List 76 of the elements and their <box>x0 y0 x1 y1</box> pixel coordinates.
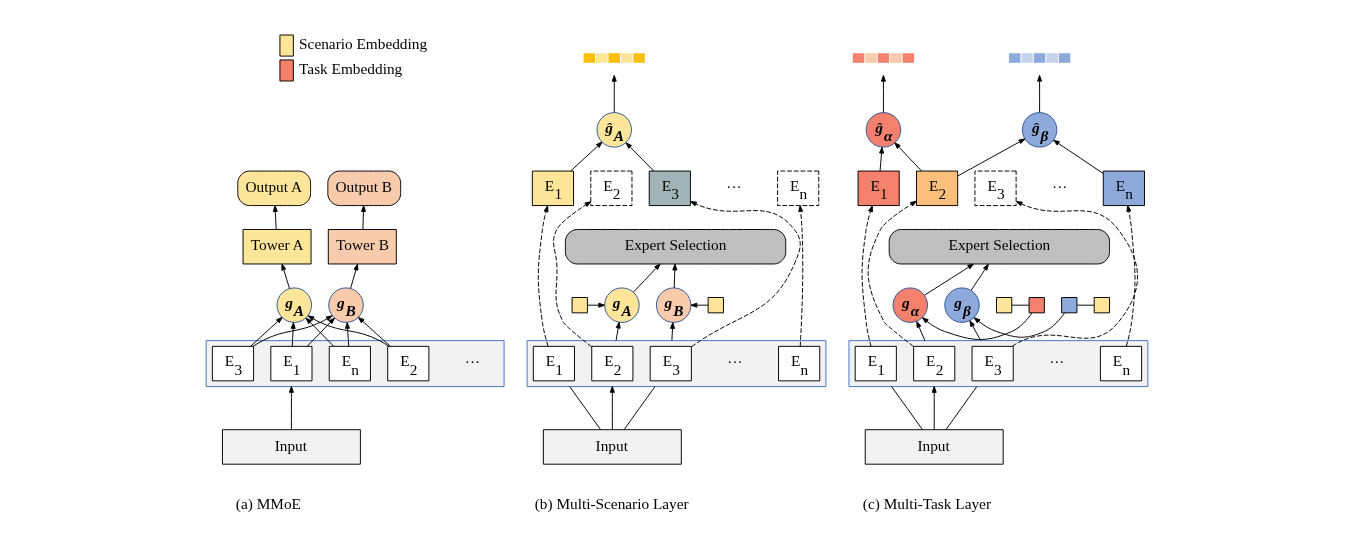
node-box: Expert Selection <box>888 229 1110 265</box>
arrow <box>690 302 709 308</box>
connector <box>1076 304 1095 306</box>
arrow <box>1011 201 1138 347</box>
connector <box>623 386 656 430</box>
node-box <box>1028 297 1045 314</box>
node-box: Expert Selection <box>564 229 787 265</box>
arrow <box>307 315 390 347</box>
arrow <box>350 263 359 289</box>
node-box <box>996 297 1013 314</box>
arrow <box>880 74 886 113</box>
arrow <box>611 74 617 113</box>
node-box <box>1093 297 1110 314</box>
node-box: Output A <box>237 170 312 207</box>
arrow <box>1053 139 1104 174</box>
label: ··· <box>727 353 743 371</box>
arrow <box>290 322 296 347</box>
arrow <box>867 200 917 347</box>
node-box: Input <box>864 429 1004 465</box>
arrow <box>924 263 975 296</box>
arrow <box>570 141 603 172</box>
arrow <box>690 201 801 348</box>
arrow <box>272 205 278 230</box>
arrow <box>609 386 615 430</box>
arrow <box>615 321 621 342</box>
connector <box>1011 304 1030 306</box>
label: (a) MMoE <box>235 495 301 513</box>
arrow <box>879 146 885 172</box>
connector <box>569 386 601 430</box>
cluster <box>848 340 1149 388</box>
legend-label: Task Embedding <box>299 60 403 78</box>
node-box <box>1061 297 1078 314</box>
node-box <box>707 297 724 314</box>
node-box <box>571 297 588 314</box>
connector <box>945 386 978 430</box>
cluster <box>526 340 827 388</box>
arrow <box>670 322 675 342</box>
arrow <box>957 138 1026 177</box>
label: ··· <box>1052 177 1068 195</box>
arrow <box>969 320 982 342</box>
node-box: Tower B <box>327 229 397 265</box>
label: ··· <box>1049 353 1065 371</box>
label: ··· <box>726 177 742 195</box>
node-box: Input <box>542 429 682 465</box>
label: ··· <box>464 353 481 371</box>
arrow <box>1125 205 1136 347</box>
arrow <box>973 312 1065 338</box>
arrow <box>916 321 926 342</box>
arrow <box>250 316 283 347</box>
arrow <box>894 142 923 172</box>
arrow <box>537 205 549 347</box>
arrow <box>288 386 294 430</box>
arrow <box>931 386 937 430</box>
arrow <box>345 322 351 347</box>
arrow <box>358 316 391 347</box>
arrow <box>922 312 1033 340</box>
arrow <box>633 263 661 293</box>
arrow <box>672 263 678 289</box>
node-box: Tower A <box>242 229 312 265</box>
arrow <box>625 142 655 172</box>
arrow <box>360 205 366 230</box>
arrow <box>970 263 989 291</box>
legend-label: Scenario Embedding <box>299 35 428 53</box>
node-box: Input <box>221 429 361 465</box>
arrow <box>798 205 804 347</box>
arrow <box>281 263 290 289</box>
cluster <box>205 340 505 388</box>
arrow <box>252 315 333 347</box>
node-box: Output B <box>327 170 402 207</box>
arrow <box>861 205 873 347</box>
connector <box>891 386 923 430</box>
arrow <box>553 201 593 348</box>
arrow <box>1037 74 1043 113</box>
label: (b) Multi-Scenario Layer <box>534 495 689 513</box>
arrow <box>587 302 605 308</box>
label: (c) Multi-Task Layer <box>862 495 992 513</box>
